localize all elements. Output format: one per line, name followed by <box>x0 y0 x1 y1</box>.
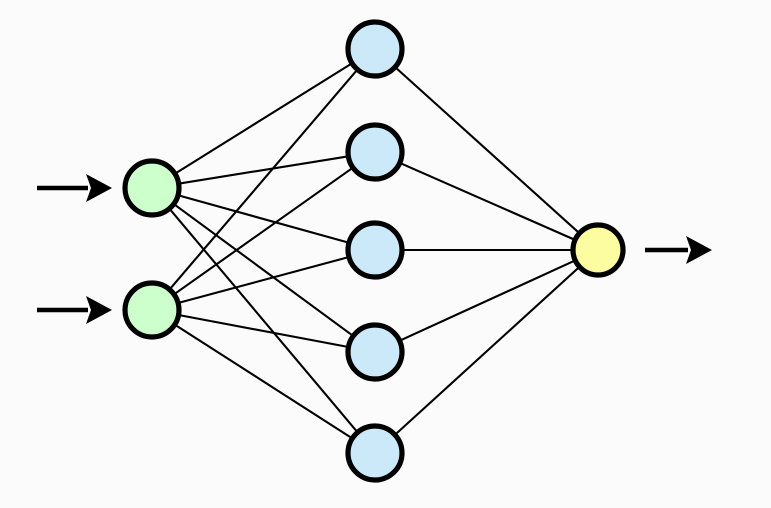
edge-in-1-to-hid-2 <box>179 155 348 185</box>
edge-hid-1-to-out-1 <box>395 67 580 234</box>
edge-in-1-to-hid-5 <box>169 209 358 432</box>
node-hid-5[interactable] <box>345 423 405 483</box>
nodes-group <box>122 19 626 483</box>
edge-in-2-to-hid-4 <box>179 314 348 348</box>
input-arrow-2 <box>37 296 112 324</box>
node-out-1[interactable] <box>570 222 626 278</box>
edge-in-1-to-hid-4 <box>174 203 353 337</box>
edge-in-2-to-hid-2 <box>174 167 353 295</box>
edge-in-1-to-hid-1 <box>175 63 352 174</box>
edge-in-2-to-hid-5 <box>175 324 352 439</box>
edge-hid-2-to-out-1 <box>400 162 575 241</box>
output-arrow-1 <box>645 236 712 264</box>
node-hid-1[interactable] <box>345 19 405 79</box>
io-arrows-group <box>37 174 712 324</box>
node-in-1[interactable] <box>122 158 182 218</box>
edge-in-2-to-hid-3 <box>179 256 348 304</box>
edge-hid-5-to-out-1 <box>395 266 580 435</box>
node-hid-2[interactable] <box>345 122 405 182</box>
node-hid-3[interactable] <box>345 220 405 280</box>
output-arrow-1-head-icon <box>686 236 712 264</box>
edge-hid-4-to-out-1 <box>400 260 575 342</box>
input-arrow-1-head-icon <box>86 174 112 202</box>
node-hid-4[interactable] <box>345 322 405 382</box>
edge-in-1-to-hid-3 <box>179 194 348 244</box>
node-in-2[interactable] <box>122 280 182 340</box>
edge-in-2-to-hid-1 <box>169 69 358 290</box>
input-arrow-2-head-icon <box>86 296 112 324</box>
edges-group <box>169 63 580 439</box>
input-arrow-1 <box>37 174 112 202</box>
